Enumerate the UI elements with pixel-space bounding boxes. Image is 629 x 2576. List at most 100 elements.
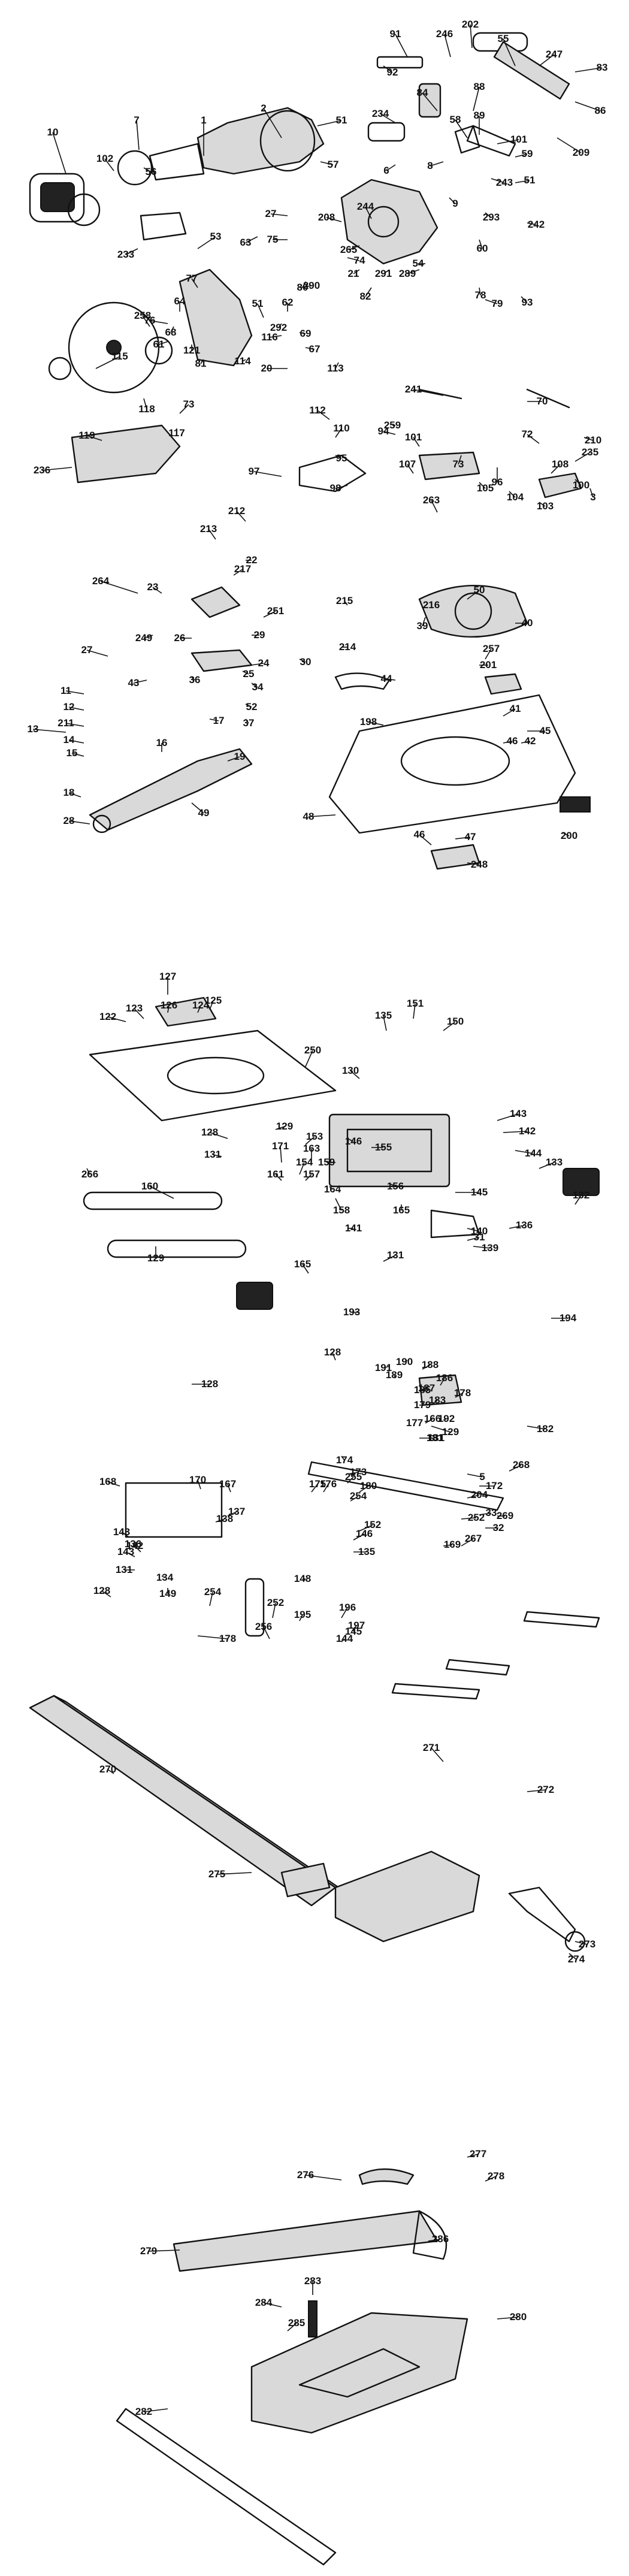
part-number-label: 286 [432, 2233, 449, 2245]
part-number-label: 290 [303, 280, 320, 291]
part-number-label: 270 [99, 1763, 116, 1775]
leader-line [305, 1136, 315, 1145]
leader-line [121, 1532, 129, 1538]
leader-line [394, 1375, 396, 1379]
leader-line [509, 1225, 525, 1229]
part-number-label: 129 [147, 1252, 164, 1264]
part-number-label: 62 [282, 297, 294, 308]
part-number-label: 96 [492, 476, 503, 488]
part-number-label: 145 [345, 1626, 362, 1637]
part-number-label: 241 [405, 383, 422, 395]
part-number-label: 131 [116, 1564, 132, 1575]
leader-line [317, 410, 330, 420]
part-number-label: 150 [447, 1016, 464, 1027]
part-number-label: 134 [156, 1572, 174, 1583]
part-number-label: 291 [375, 268, 392, 279]
part-number-label: 19 [234, 751, 246, 762]
part-number-label: 171 [272, 1140, 289, 1152]
leader-line [467, 590, 480, 600]
part-number-label: 103 [537, 500, 554, 512]
part-number-label: 181 [427, 1432, 443, 1443]
part-number-label: 272 [537, 1784, 554, 1795]
part-number-label: 13 [28, 723, 39, 735]
leader-line [161, 1575, 165, 1578]
part-number-label: 37 [243, 717, 255, 729]
part-number-label: 119 [78, 430, 95, 441]
part-number-label: 271 [423, 1742, 440, 1753]
leader-line [212, 1154, 222, 1157]
part-number-label: 268 [513, 1459, 530, 1470]
part-number-label: 254 [204, 1586, 222, 1597]
part-number-label: 73 [453, 458, 464, 470]
part-number-label: 41 [510, 703, 521, 714]
part-number-label: 215 [336, 595, 353, 606]
leader-line [335, 1198, 342, 1211]
leader-line [383, 269, 390, 274]
leader-line [143, 167, 152, 173]
part-number-label: 214 [339, 641, 356, 653]
leader-line [335, 485, 348, 489]
part-number-label: 148 [294, 1573, 311, 1584]
part-number-label: 164 [324, 1183, 341, 1195]
part-number-label: 15 [66, 747, 78, 759]
part-number-label: 40 [522, 617, 533, 629]
leader-line [386, 678, 396, 681]
leader-line [263, 1626, 270, 1639]
leader-line [470, 24, 473, 49]
part-number-label: 209 [573, 147, 589, 158]
leader-line [305, 1050, 313, 1067]
leader-line [407, 269, 420, 274]
leader-line [353, 1533, 365, 1541]
leader-line [485, 2176, 497, 2182]
part-number-label: 177 [406, 1417, 423, 1429]
leader-line [86, 1168, 90, 1175]
leader-line [539, 1162, 555, 1169]
part-number-label: 160 [141, 1180, 158, 1192]
part-number-label: 32 [493, 1522, 504, 1533]
leader-line [440, 1378, 445, 1386]
leader-line [344, 600, 348, 606]
leader-line [458, 455, 462, 465]
leader-line [275, 1174, 282, 1181]
leader-line [95, 356, 120, 369]
leader-line [197, 1635, 228, 1639]
leader-line [497, 1113, 519, 1121]
part-number-label: 273 [579, 1938, 595, 1950]
part-number-label: 252 [267, 1597, 284, 1608]
part-number-label: 91 [390, 28, 401, 40]
part-number-label: 212 [228, 505, 245, 517]
leader-line [404, 1360, 408, 1363]
part-number-label: 165 [294, 1258, 311, 1270]
leader-line [272, 1602, 276, 1618]
part-number-label: 146 [345, 1136, 362, 1147]
leader-line [348, 245, 360, 250]
leader-line [263, 611, 276, 618]
part-number-label: 176 [320, 1478, 337, 1490]
part-number-label: 202 [462, 19, 479, 30]
part-number-label: 258 [134, 310, 151, 321]
part-number-label: 198 [360, 716, 377, 727]
leader-line [209, 1591, 213, 1606]
part-number-label: 56 [146, 166, 157, 177]
leader-line [368, 721, 384, 726]
part-number-label: 67 [309, 343, 320, 355]
leader-line [233, 569, 243, 576]
part-number-label: 277 [470, 2148, 486, 2160]
part-number-label: 128 [201, 1378, 218, 1390]
part-number-label: 31 [474, 1231, 485, 1243]
leader-line [65, 723, 84, 727]
part-number-label: 47 [465, 831, 476, 842]
leader-line [251, 663, 264, 666]
part-number-label: 102 [96, 153, 113, 164]
leader-line [311, 1484, 318, 1493]
part-number-label: 172 [486, 1480, 503, 1491]
leader-line [143, 635, 153, 639]
part-number-label: 142 [519, 1125, 536, 1137]
leader-line [299, 1162, 305, 1175]
part-number-label: 20 [261, 363, 273, 374]
leader-line [431, 1426, 451, 1433]
leader-line [509, 491, 516, 498]
part-number-label: 170 [189, 1474, 206, 1485]
leader-line [278, 323, 282, 328]
leader-line [280, 1146, 282, 1163]
